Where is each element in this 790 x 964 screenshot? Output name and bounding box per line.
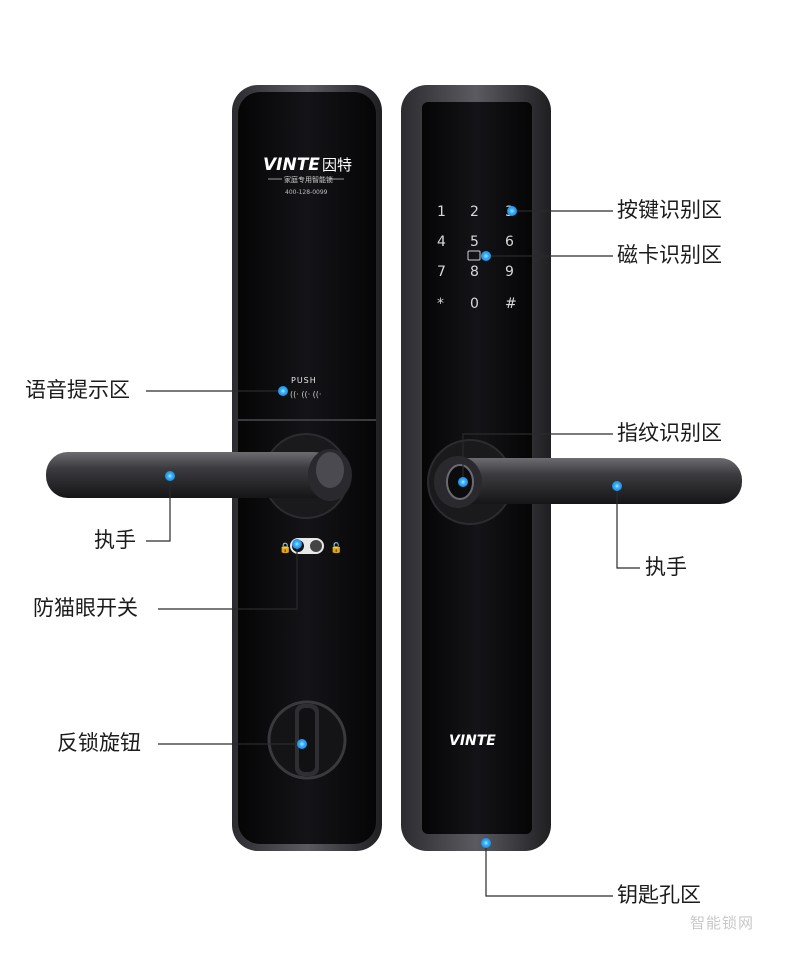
left-lock: VINTE 因特 家庭专用智能锁 400-128-0099 PUSH ((· (… [46,85,382,851]
brand-logo: VINTE [263,155,320,175]
label-card-area: 磁卡识别区 [617,243,722,267]
key-7[interactable]: 7 [437,264,446,280]
key-star[interactable]: * [437,296,444,312]
key-5[interactable]: 5 [470,234,479,250]
right-handle[interactable] [436,458,742,504]
label-keyhole-area: 钥匙孔区 [617,883,701,907]
label-fingerprint-area: 指纹识别区 [617,421,722,445]
key-1[interactable]: 1 [437,204,446,220]
key-4[interactable]: 4 [437,234,446,250]
key-9[interactable]: 9 [505,264,514,280]
key-8[interactable]: 8 [470,264,479,280]
callout-lines [146,210,640,897]
brand-tagline: 家庭专用智能锁 [284,175,333,184]
label-handle-right: 执手 [645,555,687,579]
key-hash[interactable]: # [505,296,517,312]
label-keypad-area: 按键识别区 [617,198,722,222]
card-icon [467,250,481,261]
brand-phone: 400-128-0099 [285,189,328,196]
label-handle-left: 执手 [94,528,136,552]
brand-logo-cn: 因特 [322,156,352,174]
watermark: 智能锁网 [690,914,755,932]
label-peephole-switch: 防猫眼开关 [33,596,138,620]
right-lock: 1 2 3 4 5 6 7 8 9 * 0 # VINTE [401,85,742,851]
bottom-logo: VINTE [449,733,496,749]
push-label: PUSH [291,376,317,385]
lock-open-icon: 🔓 [330,541,342,554]
speaker-icon: ((· ((· ((· [290,390,321,399]
lock-closed-icon: 🔒 [279,542,291,554]
key-0[interactable]: 0 [470,296,479,312]
label-voice-area: 语音提示区 [25,378,130,402]
indicator-dots [165,206,622,848]
key-6[interactable]: 6 [505,234,514,250]
left-handle[interactable] [46,452,336,498]
key-2[interactable]: 2 [470,204,479,220]
label-deadlock-knob: 反锁旋钮 [57,731,141,755]
